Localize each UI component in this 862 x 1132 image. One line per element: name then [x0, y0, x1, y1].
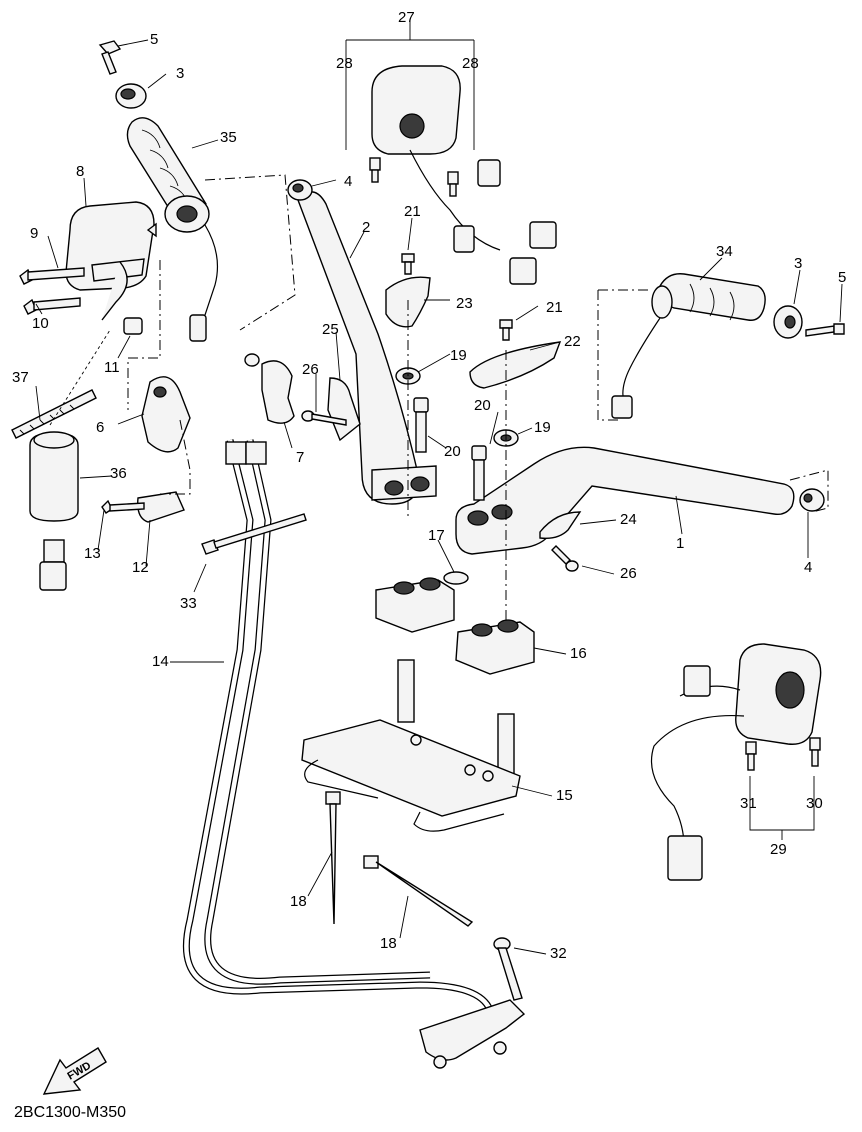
- callout-21-right: 21: [546, 299, 563, 316]
- callout-11: 11: [104, 359, 120, 376]
- callout-4-left: 4: [344, 173, 353, 190]
- holder-bracket-15: [301, 659, 521, 832]
- callout-36: 36: [110, 465, 127, 482]
- callout-25: 25: [322, 321, 339, 338]
- screw-26-left: [301, 410, 347, 426]
- holder-16-upper: [375, 577, 455, 633]
- bolt-5-right: [805, 323, 845, 337]
- callout-9: 9: [30, 225, 39, 242]
- screw-13: [101, 499, 145, 514]
- callout-32: 32: [550, 945, 567, 962]
- handlebar-1: [455, 446, 795, 555]
- bracket-25: [327, 377, 361, 442]
- grip-end-3-right: [773, 305, 803, 339]
- callout-29: 29: [770, 841, 787, 858]
- callout-31: 31: [740, 795, 757, 812]
- holder-16-lower: [455, 619, 535, 675]
- screw-31: [745, 741, 757, 771]
- throttle-cables-14: [182, 439, 526, 1069]
- plug-4-right: [799, 488, 825, 512]
- callout-37: 37: [12, 369, 29, 386]
- callout-19-left: 19: [450, 347, 467, 364]
- grip-end-tube-36: [29, 431, 79, 591]
- screw-28-left: [369, 157, 381, 183]
- bolt-5-left: [98, 40, 122, 75]
- bolt-20-left: [413, 397, 429, 453]
- callout-12: 12: [132, 559, 149, 576]
- screw-28-right: [447, 171, 459, 197]
- callout-4-right: 4: [804, 559, 813, 576]
- callout-15: 15: [556, 787, 573, 804]
- callout-8: 8: [76, 163, 85, 180]
- bolt-21-right: [499, 319, 513, 341]
- callout-10: 10: [32, 315, 49, 332]
- callout-13: 13: [84, 545, 101, 562]
- callout-20-left: 20: [444, 443, 461, 460]
- cable-tie-18-right: [363, 855, 474, 927]
- cable-tie-37: [11, 389, 97, 439]
- callout-18-left: 18: [290, 893, 307, 910]
- callout-24: 24: [620, 511, 637, 528]
- leader-lines: [35, 39, 843, 955]
- screw-9: [19, 267, 85, 285]
- screw-26-right: [551, 545, 579, 572]
- plug-4-left: [287, 179, 313, 201]
- cover-24: [539, 511, 582, 540]
- collar-11: [123, 317, 143, 335]
- callout-33: 33: [180, 595, 197, 612]
- callout-35: 35: [220, 129, 237, 146]
- callout-18-right: 18: [380, 935, 397, 952]
- callout-17: 17: [428, 527, 445, 544]
- callout-14: 14: [152, 653, 169, 670]
- callout-16: 16: [570, 645, 587, 662]
- callout-23: 23: [456, 295, 473, 312]
- grip-end-3-left: [115, 83, 147, 109]
- callout-3-right: 3: [794, 255, 803, 272]
- callout-1: 1: [676, 535, 685, 552]
- screw-32: [493, 937, 523, 1001]
- screw-10: [23, 297, 81, 315]
- diagram-code: 2BC1300-M350: [14, 1104, 127, 1121]
- callout-28-right: 28: [462, 55, 479, 72]
- callout-6: 6: [96, 419, 105, 436]
- callout-28-left: 28: [336, 55, 353, 72]
- callout-5-right: 5: [838, 269, 847, 286]
- callout-34: 34: [716, 243, 733, 260]
- fwd-arrow-icon: FWD: [42, 1047, 107, 1095]
- bolt-20-right: [471, 445, 487, 501]
- cover-22: [469, 341, 562, 389]
- switch-housing-29: [650, 643, 822, 881]
- throttle-housing-6: [141, 376, 191, 453]
- grip-35-left: [126, 117, 219, 342]
- callout-30: 30: [806, 795, 823, 812]
- bolt-21-upper: [401, 253, 415, 275]
- callout-26-right: 26: [620, 565, 637, 582]
- throttle-housing-7: [244, 353, 295, 424]
- callout-3-left: 3: [176, 65, 185, 82]
- callout-27: 27: [398, 9, 415, 26]
- grip-34-right: [611, 273, 766, 419]
- screw-30: [809, 737, 821, 767]
- callout-5-left: 5: [150, 31, 159, 48]
- callout-19-right: 19: [534, 419, 551, 436]
- callout-7: 7: [296, 449, 305, 466]
- handlebar-2: [297, 191, 437, 505]
- callout-21-upper: 21: [404, 203, 421, 220]
- callout-26-left: 26: [302, 361, 319, 378]
- cable-tie-18-left: [325, 791, 341, 925]
- throttle-housing-8: [65, 201, 157, 321]
- callout-2: 2: [362, 219, 371, 236]
- callout-20-right: 20: [474, 397, 491, 414]
- shim-17: [443, 571, 469, 585]
- switch-housing-27: [371, 65, 557, 285]
- callout-22: 22: [564, 333, 581, 350]
- cable-tie-33: [201, 513, 307, 555]
